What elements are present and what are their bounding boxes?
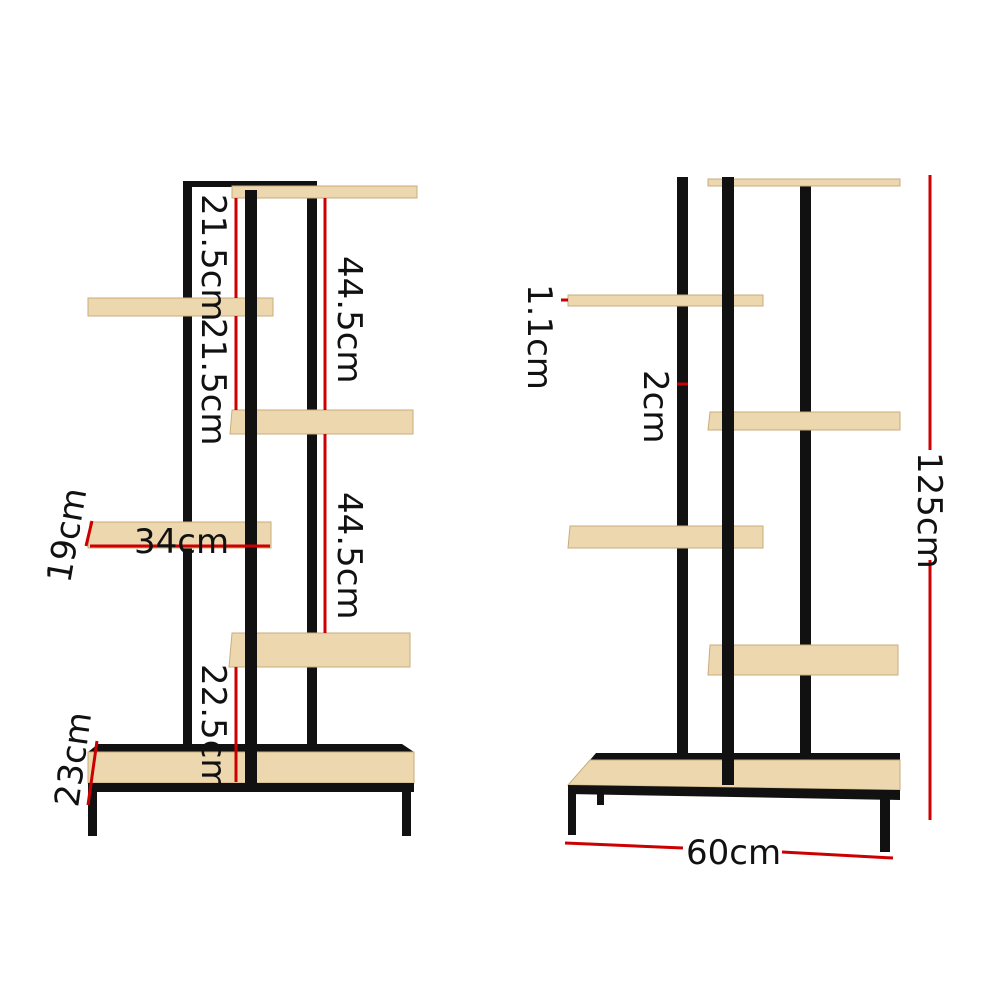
right-shelf-4: [567, 525, 764, 549]
right-shelf-2: [567, 294, 764, 307]
dim-line: [564, 841, 684, 850]
left-shelf-3: [229, 409, 414, 435]
right-right-post: [800, 180, 811, 757]
label-upper-gap-2: 21.5cm: [193, 318, 233, 446]
left-leg-2: [402, 790, 411, 836]
right-shelf-1: [707, 178, 901, 187]
right-back-post: [677, 177, 688, 757]
label-upper-gap-1: 21.5cm: [193, 194, 233, 322]
label-shelf-thickness: 1.1cm: [519, 284, 559, 390]
left-top-bar: [183, 181, 317, 187]
left-shelf-2: [87, 297, 274, 317]
dim-line: [781, 850, 894, 860]
label-shelf-width: 34cm: [134, 522, 229, 562]
left-base-rail: [88, 783, 414, 792]
right-front-post: [722, 177, 734, 785]
label-total-height: 125cm: [909, 452, 949, 569]
right-base-rail: [568, 785, 900, 800]
right-leg-3: [597, 790, 604, 805]
right-shelf-3: [707, 411, 901, 431]
label-shelf-depth: 19cm: [39, 485, 95, 586]
left-shelf-5: [228, 632, 411, 668]
dim-line: [86, 740, 99, 806]
label-bottom-gap: 22.5cm: [193, 664, 233, 792]
right-leg-2: [880, 795, 890, 852]
left-leg-1: [88, 790, 97, 836]
right-base-top: [590, 753, 900, 760]
left-right-post: [307, 196, 317, 747]
right-leg-1: [568, 788, 576, 835]
right-dimension-lines: [561, 175, 932, 860]
left-dimension-lines: [84, 198, 327, 806]
right-shelf-5: [707, 644, 899, 676]
label-total-width: 60cm: [686, 833, 781, 873]
label-right-gap-1: 44.5cm: [329, 256, 369, 384]
right-shelf-unit: [566, 177, 901, 852]
left-front-post: [245, 190, 257, 787]
label-right-gap-2: 44.5cm: [329, 492, 369, 620]
label-post-width: 2cm: [635, 370, 675, 443]
left-shelf-1: [231, 185, 418, 199]
left-shelf-unit: [87, 181, 418, 836]
dim-line: [84, 520, 94, 547]
left-back-post: [183, 182, 192, 747]
